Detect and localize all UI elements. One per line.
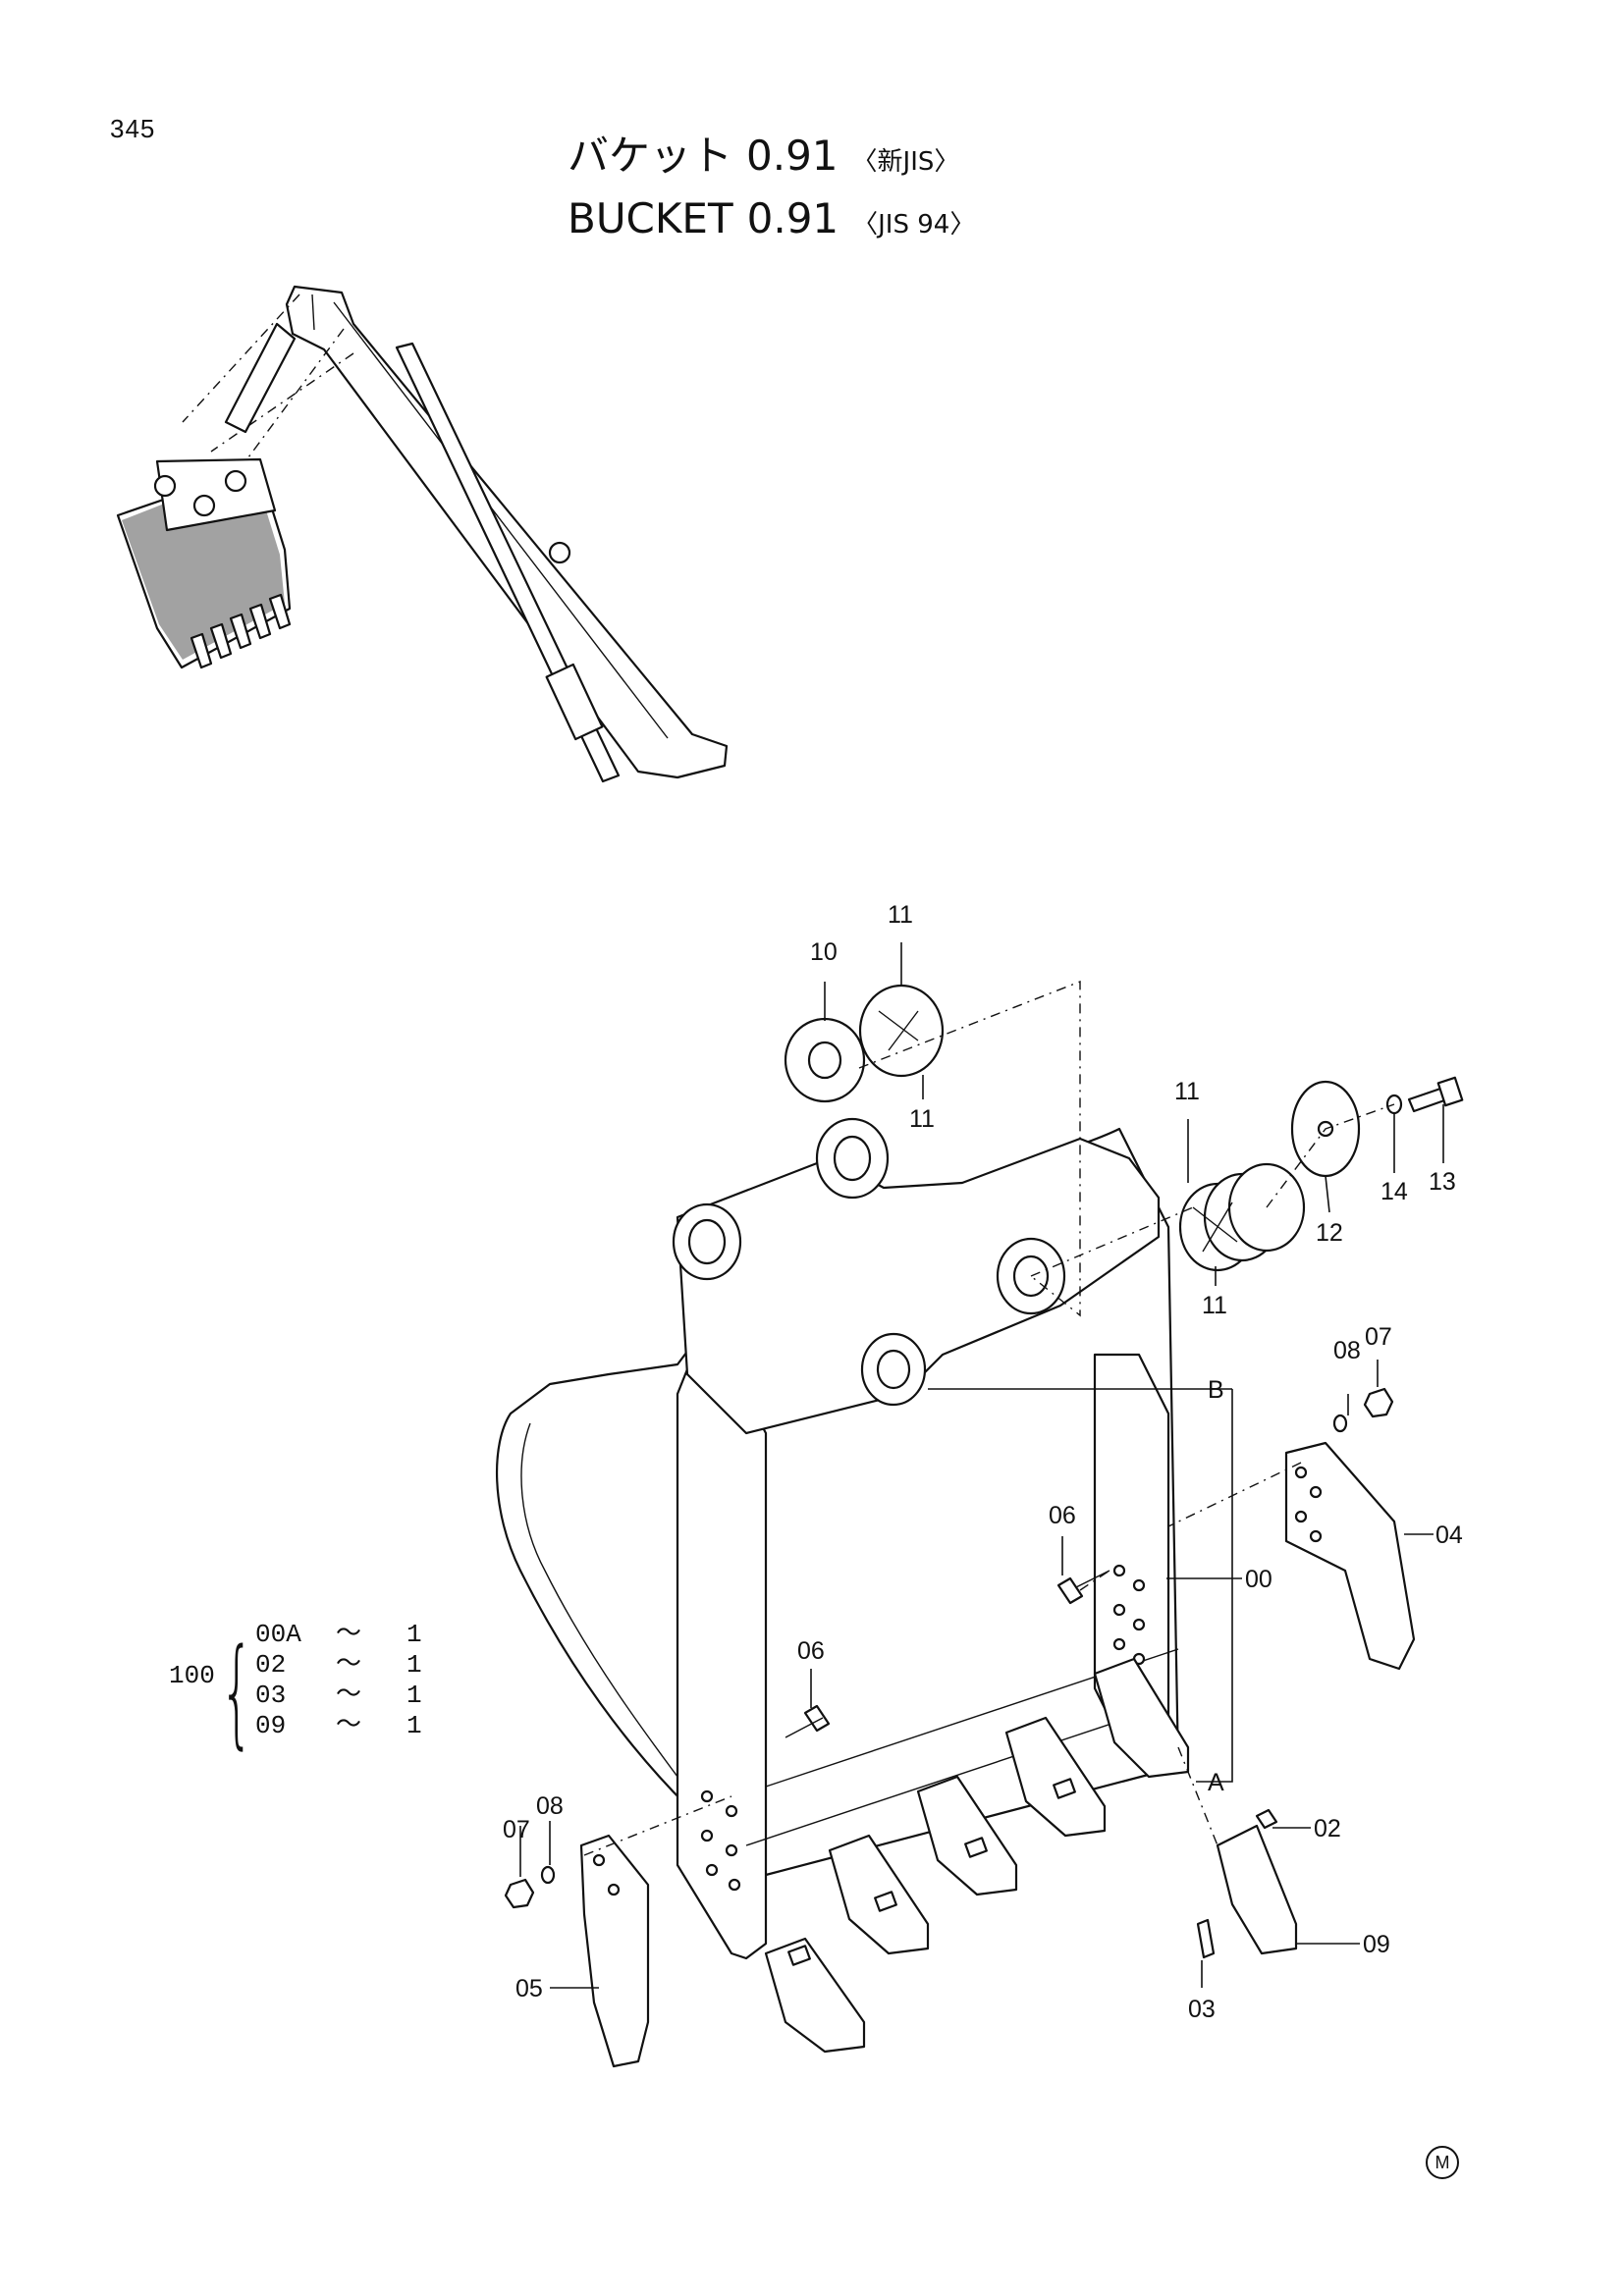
callout-03: 03 <box>1188 1996 1216 2023</box>
callout-14: 14 <box>1380 1178 1408 1205</box>
callout-08-right: 08 <box>1333 1337 1361 1364</box>
kit-item-tilde: 〜 <box>336 1650 362 1680</box>
alignment-lines <box>583 980 1395 1856</box>
exploded-parts <box>504 984 1464 2068</box>
callout-06-right: 06 <box>1049 1502 1076 1529</box>
bucket-teeth <box>764 1657 1190 2054</box>
title-japanese: バケット 0.91 〈新JIS〉 <box>568 128 1078 190</box>
kit-item-tilde: 〜 <box>336 1620 362 1649</box>
callout-11-lower: 11 <box>909 1105 935 1133</box>
callout-11-right-bottom: 11 <box>1202 1292 1227 1319</box>
title-en-capacity: 0.91 <box>746 194 839 242</box>
title-en-name: BUCKET <box>568 194 733 242</box>
callout-09: 09 <box>1363 1931 1390 1958</box>
callout-00: 00 <box>1245 1566 1272 1593</box>
kit-item-code: 03 <box>255 1681 287 1710</box>
kit-list: 00A 〜 1 02 〜 1 03 〜 1 09 〜 1 <box>255 1620 422 1741</box>
title-jp-name: バケット <box>568 132 733 180</box>
callout-07-left: 07 <box>503 1816 530 1843</box>
bucket-assembly: 10 11 11 11 11 12 14 13 B A 00 04 06 06 … <box>495 901 1464 2068</box>
page-number: 345 <box>110 114 156 143</box>
kit-item-code: 02 <box>255 1650 287 1680</box>
callout-05: 05 <box>515 1975 543 2002</box>
kit-item-qty: 1 <box>406 1650 422 1680</box>
callout-leaders <box>519 942 1444 1989</box>
callout-11-right-top: 11 <box>1174 1078 1200 1105</box>
kit-item-qty: 1 <box>406 1681 422 1710</box>
kit-row: 02 〜 1 <box>255 1650 422 1681</box>
locator-bucket <box>116 457 292 669</box>
callout-11-upper: 11 <box>888 901 913 929</box>
title-jp-capacity: 0.91 <box>746 132 839 180</box>
ref-a: A <box>1208 1769 1224 1796</box>
kit-item-code: 00A <box>255 1620 301 1649</box>
title-en-standard: 〈JIS 94〉 <box>852 210 976 240</box>
title-english: BUCKET 0.91 〈JIS 94〉 <box>568 190 1078 253</box>
callout-04: 04 <box>1435 1522 1463 1549</box>
kit-item-tilde: 〜 <box>336 1681 362 1710</box>
kit-row: 09 〜 1 <box>255 1711 422 1741</box>
callout-10: 10 <box>810 938 838 966</box>
excavator-arm-locator <box>116 285 729 783</box>
kit-item-qty: 1 <box>406 1620 422 1649</box>
kit-row: 03 〜 1 <box>255 1681 422 1711</box>
ref-b: B <box>1208 1376 1224 1404</box>
callout-07-right: 07 <box>1365 1323 1392 1351</box>
kit-parent-code: 100 <box>169 1661 215 1690</box>
callout-06-left: 06 <box>797 1637 825 1665</box>
title-jp-standard: 〈新JIS〉 <box>851 147 960 177</box>
kit-item-tilde: 〜 <box>336 1711 362 1740</box>
kit-row: 00A 〜 1 <box>255 1620 422 1650</box>
kit-item-qty: 1 <box>406 1711 422 1740</box>
kit-item-code: 09 <box>255 1711 287 1740</box>
callout-08-left: 08 <box>536 1792 564 1820</box>
callout-13: 13 <box>1429 1168 1456 1196</box>
kit-brace: { <box>220 1625 254 1761</box>
corner-mark-icon: M <box>1426 2146 1459 2179</box>
callout-02: 02 <box>1314 1815 1341 1842</box>
diagram-title: バケット 0.91 〈新JIS〉 BUCKET 0.91 〈JIS 94〉 <box>568 128 1078 253</box>
callout-12: 12 <box>1316 1219 1343 1247</box>
